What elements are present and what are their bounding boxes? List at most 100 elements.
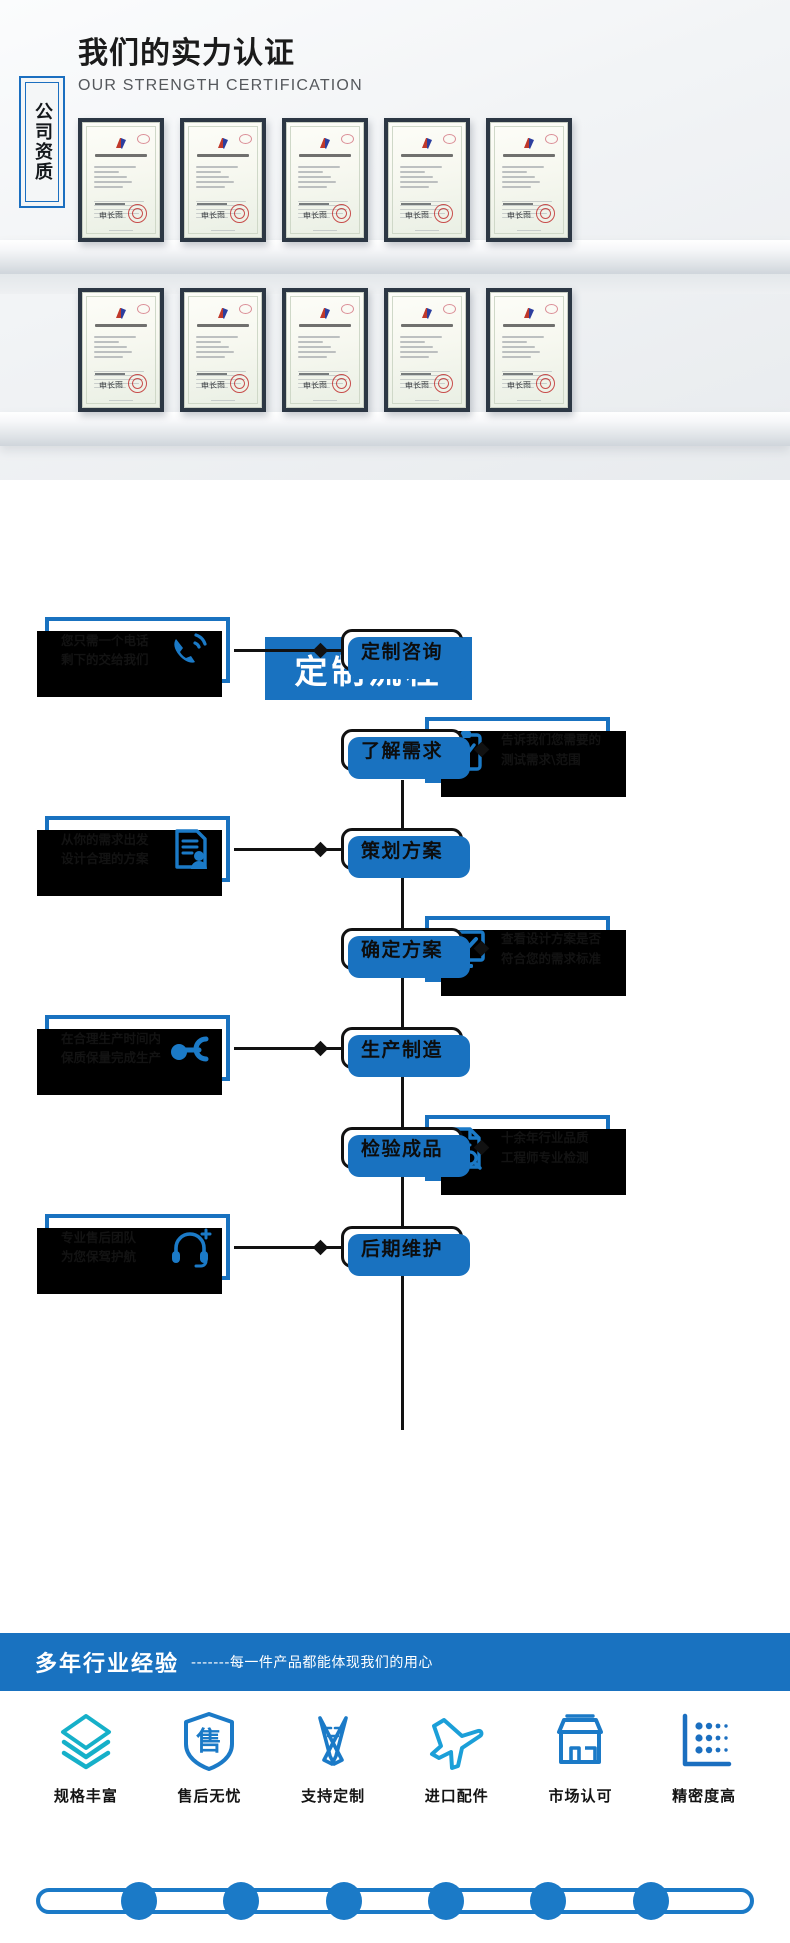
- certificate-paragraph: [94, 201, 148, 221]
- certificate-red-seal-icon: [332, 374, 351, 393]
- certificate-top-stamp-icon: [341, 304, 354, 314]
- certificate-signature: 申长雨: [302, 380, 328, 391]
- certificate-frame: 申长雨: [180, 118, 266, 242]
- certificate-footer-bar: [197, 203, 227, 205]
- certificate-top-stamp-icon: [341, 134, 354, 144]
- flow-step-4[interactable]: 确定方案: [341, 927, 470, 978]
- flow-connector-7: [234, 1246, 341, 1249]
- flow-card-text: 查看设计方案是否 符合您的需求标准: [501, 931, 602, 966]
- certificate-date-bar: [517, 229, 541, 231]
- certificate-red-seal-icon: [128, 374, 147, 393]
- feature-item-6[interactable]: 精密度高: [650, 1710, 758, 1806]
- robot-arm-icon: [166, 1025, 216, 1071]
- patent-emblem-icon: [116, 138, 126, 149]
- certificate-footer-bar: [299, 373, 329, 375]
- layers-icon: [55, 1710, 117, 1772]
- flow-step-3[interactable]: 策划方案: [341, 828, 470, 878]
- pencil-ruler-icon: [302, 1710, 364, 1772]
- certificate-top-stamp-icon: [239, 304, 252, 314]
- flow-connector-diamond-3: [312, 841, 329, 857]
- feature-item-2[interactable]: 售 售后无忧: [155, 1710, 263, 1806]
- rail-node-3: [325, 1882, 362, 1920]
- feature-label: 精密度高: [672, 1787, 737, 1805]
- flow-step-7[interactable]: 后期维护: [341, 1226, 470, 1276]
- certificate-footer-bar: [299, 203, 329, 205]
- certificate-frame: 申长雨: [486, 288, 572, 412]
- flow-step-2[interactable]: 了解需求: [341, 728, 470, 779]
- certificate-page: 申长雨: [286, 292, 364, 408]
- flow-step-6[interactable]: 检验成品: [341, 1126, 470, 1177]
- certificate-title-bar: [95, 154, 147, 157]
- feature-icon-row: 规格丰富 售 售后无忧 支持定制 进口配件 市场认可 精密度高: [0, 1710, 790, 1806]
- certificate-title-bar: [401, 154, 453, 157]
- certificate-paragraph: [400, 371, 454, 391]
- patent-emblem-icon: [422, 138, 432, 149]
- certificate-red-seal-icon: [230, 374, 249, 393]
- certificate-frame: 申长雨: [384, 118, 470, 242]
- certificate-paragraph: [298, 371, 352, 391]
- certificate-red-seal-icon: [536, 374, 555, 393]
- certificate-title-bar: [299, 154, 351, 157]
- certificate-red-seal-icon: [230, 204, 249, 223]
- page-title: 我们的实力认证: [78, 36, 295, 71]
- certificate-date-bar: [415, 399, 439, 401]
- certificate-signature: 申长雨: [98, 380, 124, 391]
- certificate-title-bar: [299, 324, 351, 327]
- flow-step-label: 后期维护: [360, 1237, 443, 1260]
- certificate-fields: [94, 336, 148, 361]
- feature-item-5[interactable]: 市场认可: [526, 1710, 634, 1806]
- certificate-red-seal-icon: [332, 204, 351, 223]
- certificate-signature: 申长雨: [200, 210, 226, 221]
- feature-item-3[interactable]: 支持定制: [279, 1710, 387, 1806]
- svg-text:售: 售: [196, 1726, 222, 1757]
- certificate-top-stamp-icon: [137, 134, 150, 144]
- rail-node-4: [428, 1882, 465, 1920]
- features-section: 多年行业经验 -------每一件产品都能体现我们的用心 规格丰富 售 售后无忧…: [0, 1620, 790, 1943]
- certificate-fields: [400, 336, 454, 361]
- flow-card-text: 告诉我们您需要的 测试需求\范围: [501, 732, 602, 767]
- flow-detail-card-5: 在合理生产时间内 保质保量完成生产: [37, 1015, 230, 1095]
- certificate-date-bar: [517, 399, 541, 401]
- customization-flow-section: 定制流程 定制咨询 您只需一个电话 剩下的交给我们 了解需求: [0, 480, 790, 1620]
- certificate-page: 申长雨: [490, 292, 568, 408]
- certificate-date-bar: [211, 229, 235, 231]
- rail-node-1: [121, 1882, 158, 1920]
- certificate-signature: 申长雨: [506, 380, 532, 391]
- certificate-frame: 申长雨: [180, 288, 266, 412]
- certificate-signature: 申长雨: [404, 210, 430, 221]
- rail-node-2: [223, 1882, 260, 1920]
- certificate-signature: 申长雨: [302, 210, 328, 221]
- certificate-top-stamp-icon: [443, 134, 456, 144]
- certificate-footer-bar: [197, 373, 227, 375]
- certificate-date-bar: [415, 229, 439, 231]
- certificate-footer-bar: [95, 203, 125, 205]
- feature-item-1[interactable]: 规格丰富: [32, 1710, 140, 1806]
- flow-step-1[interactable]: 定制咨询: [341, 629, 470, 679]
- flow-step-label: 生产制造: [360, 1038, 443, 1061]
- feature-item-4[interactable]: 进口配件: [403, 1710, 511, 1806]
- patent-emblem-icon: [116, 308, 126, 319]
- flow-card-text: 十余年行业品质 工程师专业检测: [501, 1130, 589, 1165]
- flow-step-5[interactable]: 生产制造: [341, 1027, 470, 1077]
- feature-label: 支持定制: [301, 1787, 366, 1805]
- shelf-bottom: [0, 412, 790, 446]
- certificate-frame: 申长雨: [282, 118, 368, 242]
- certificate-footer-bar: [503, 373, 533, 375]
- certificate-footer-bar: [401, 373, 431, 375]
- store-icon: [549, 1710, 611, 1772]
- certificate-page: 申长雨: [184, 292, 262, 408]
- certificate-top-stamp-icon: [545, 134, 558, 144]
- certificate-top-stamp-icon: [443, 304, 456, 314]
- certificate-page: 申长雨: [82, 122, 160, 238]
- certificate-page: 申长雨: [388, 122, 466, 238]
- certificate-footer-bar: [503, 203, 533, 205]
- headset-support-icon: [166, 1224, 216, 1270]
- certificate-row-bottom: 申长雨 申长雨: [78, 288, 572, 412]
- certificate-page: 申长雨: [286, 122, 364, 238]
- feature-rail-nodes: [36, 1882, 754, 1920]
- certificate-fields: [502, 166, 556, 191]
- flow-detail-card-4: 查看设计方案是否 符合您的需求标准: [425, 915, 626, 996]
- certificate-red-seal-icon: [434, 374, 453, 393]
- feature-label: 规格丰富: [53, 1787, 118, 1805]
- certification-section: 我们的实力认证 OUR STRENGTH CERTIFICATION 公司资质: [0, 0, 790, 480]
